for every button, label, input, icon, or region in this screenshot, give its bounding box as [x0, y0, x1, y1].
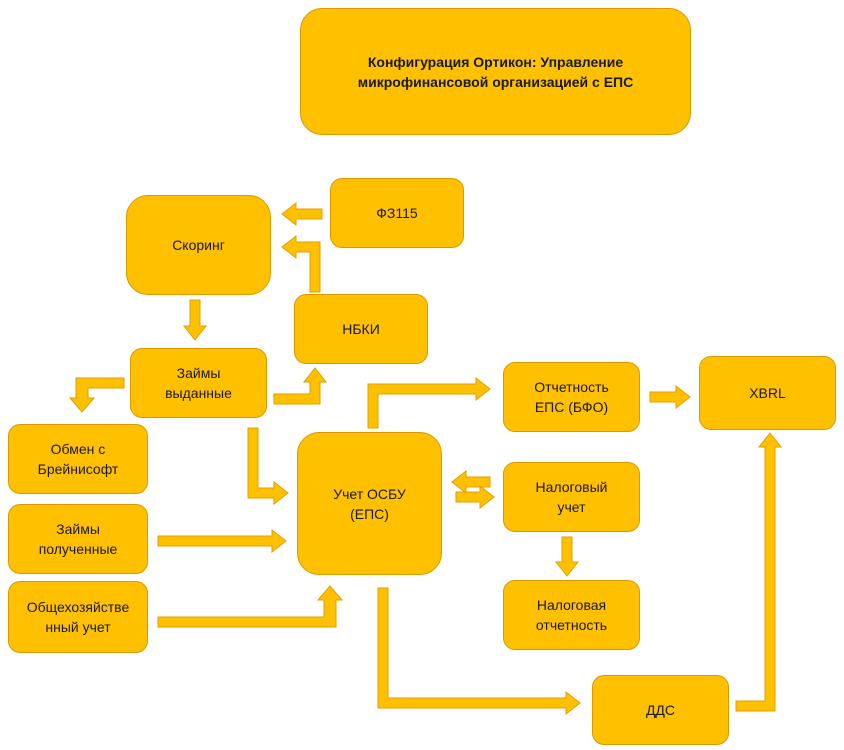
node-tax-reporting: Налоговая отчетность	[503, 580, 640, 650]
arrow-osbu-to-tax	[455, 484, 495, 510]
node-loans-received: Займы полученные	[8, 504, 148, 574]
arrow-loans-issued-to-exchange	[68, 377, 125, 413]
diagram-title: Конфигурация Ортикон: Управление микрофи…	[300, 8, 691, 135]
arrow-loans-issued-to-nbki	[273, 367, 328, 405]
node-fz115: ФЗ115	[330, 178, 464, 248]
node-osbu-accounting: Учет ОСБУ (ЕПС)	[297, 432, 442, 575]
arrow-tax-to-osbu	[451, 469, 491, 495]
arrow-dds-to-xbrl	[735, 432, 783, 712]
node-general-accounting: Общехозяйстве нный учет	[8, 581, 148, 653]
arrow-osbu-to-dds	[377, 587, 581, 716]
arrow-general-to-osbu	[157, 585, 344, 628]
arrow-loans-issued-to-osbu	[247, 427, 289, 506]
arrow-nbki-to-scoring	[281, 234, 321, 293]
node-eps-reporting: Отчетность ЕПС (БФО)	[503, 362, 640, 432]
arrow-fz115-to-scoring	[281, 201, 323, 227]
node-loans-issued: Займы выданные	[130, 348, 267, 418]
node-tax-accounting: Налоговый учет	[503, 462, 640, 532]
node-xbrl: XBRL	[699, 356, 836, 430]
node-nbki: НБКИ	[294, 294, 428, 364]
arrow-scoring-to-loans-issued	[182, 299, 208, 341]
arrow-osbu-to-eps-reporting	[367, 376, 491, 429]
arrows-layer	[68, 201, 783, 716]
node-exchange-braincsoft: Обмен с Брейнисофт	[8, 424, 148, 494]
arrow-loans-received-to-osbu	[157, 528, 287, 554]
arrow-eps-reporting-to-xbrl	[649, 384, 691, 410]
node-dds: ДДС	[592, 675, 729, 745]
arrow-tax-to-tax-reporting	[554, 536, 580, 577]
node-scoring: Скоринг	[126, 195, 271, 295]
